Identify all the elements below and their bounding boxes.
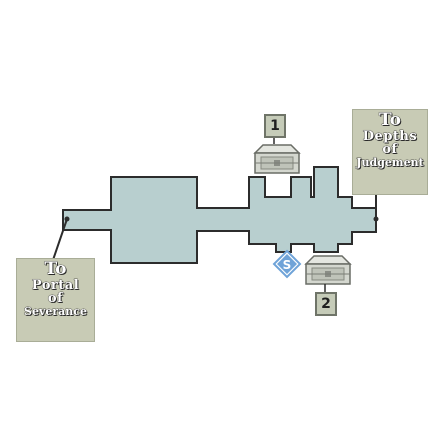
map-floor — [62, 166, 377, 264]
portal-exit-marker[interactable] — [64, 216, 70, 222]
save-point-letter: S — [283, 258, 292, 272]
depths-label-line3: of — [382, 142, 398, 158]
portal-connector-line — [52, 218, 68, 261]
treasure-chest-icon[interactable] — [304, 255, 352, 285]
portal-label-line3: of — [47, 291, 64, 307]
portal-label-line4: Severance — [24, 305, 88, 319]
chest-2-number: 2 — [315, 292, 337, 316]
save-point-icon[interactable]: S — [272, 249, 302, 279]
portal-label-line2: Portal — [31, 277, 80, 293]
depths-of-judgement-label[interactable]: To Depths of Judgement — [352, 109, 428, 195]
depths-label-line1: To — [378, 110, 402, 130]
depths-label-line2: Depths — [362, 128, 418, 144]
portal-of-severance-label[interactable]: To Portal of Severance — [16, 258, 95, 342]
depths-label-line4: Judgement — [356, 156, 424, 170]
chest-1-number: 1 — [264, 114, 286, 138]
depths-exit-marker[interactable] — [373, 216, 379, 222]
treasure-chest-icon[interactable] — [253, 144, 301, 174]
portal-label-line1: To — [44, 259, 67, 279]
